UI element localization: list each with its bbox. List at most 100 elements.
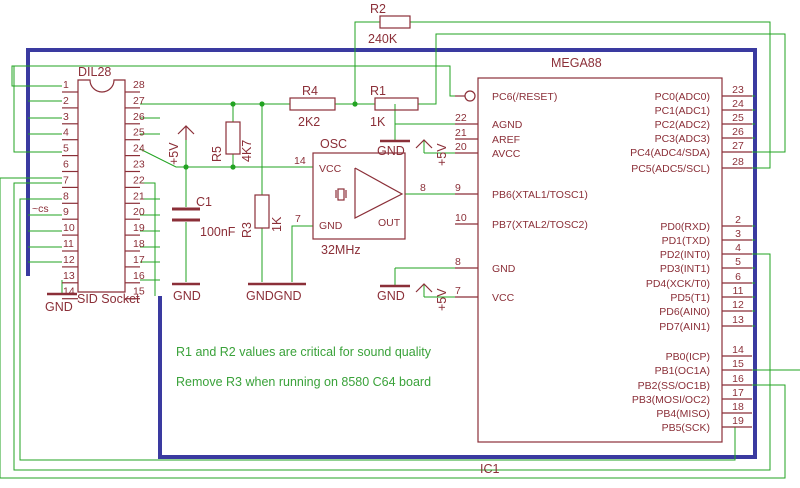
dil-left-pin-num: 9 — [63, 206, 69, 218]
mega-right-pin-num: 2 — [735, 214, 741, 226]
mega88-title: MEGA88 — [551, 56, 602, 70]
mega-right-pin-num: 5 — [735, 256, 741, 268]
mega-left-pin-name: VCC — [492, 292, 515, 304]
dil-right-pin-num: 21 — [133, 190, 145, 202]
mega-right-pin-num: 13 — [732, 314, 744, 326]
dil-right-pin-num: 26 — [133, 111, 145, 123]
dil-right-pin-num: 27 — [133, 95, 145, 107]
osc-out: OUT — [378, 217, 401, 229]
dil-left-pin-num: 5 — [63, 143, 69, 155]
agnd-gnd-label: GND — [377, 144, 405, 158]
mega-left-pin-name: PC6(/RESET) — [492, 91, 557, 103]
mega-left-pin-name: PB6(XTAL1/TOSC1) — [492, 189, 588, 201]
mega-right-pin-name: PB4(MISO) — [656, 408, 710, 420]
mega-right-pin-name: PD1(TXD) — [662, 235, 710, 247]
dil-left-pin-num: 7 — [63, 174, 69, 186]
mega-right-pin-name: PB0(ICP) — [666, 351, 710, 363]
mega-right-pin-name: PC2(ADC2) — [655, 119, 710, 131]
mega-right-pin-name: PC5(ADC5/SCL) — [631, 163, 710, 175]
c1-value: 100nF — [200, 225, 236, 239]
plus5v-vcc-label: +5V — [435, 288, 449, 311]
r3-value: 1K — [270, 216, 284, 232]
note-r1-r2: R1 and R2 values are critical for sound … — [176, 345, 432, 359]
plus5v-vcc: +5V — [415, 283, 449, 311]
dil-left-pin-num: 4 — [63, 127, 69, 139]
dil-right-pin-num: 22 — [133, 174, 145, 186]
r5-value: 4K7 — [240, 140, 254, 162]
mega-left-pin-name: AVCC — [492, 148, 521, 160]
mega-right-pin-name: PD7(AIN1) — [659, 321, 710, 333]
mega-left-pin-num: 8 — [455, 256, 461, 268]
osc-freq: 32MHz — [321, 243, 361, 257]
junction-dots — [183, 101, 358, 170]
mega-left-pin-name: AREF — [492, 134, 520, 146]
dil-left-pin-num: 12 — [63, 254, 75, 266]
mega-left-pin-num: 10 — [455, 212, 467, 224]
mega-right-pin-num: 25 — [732, 112, 744, 124]
mega-left-pin-name: GND — [492, 263, 516, 275]
dil-right-pin-num: 25 — [133, 127, 145, 139]
r3-gnd-label: GNDGND — [246, 289, 302, 303]
mega-left-pin-num: 22 — [455, 112, 467, 124]
mega-right-pin-name: PC1(ADC1) — [655, 105, 710, 117]
c1-gnd-label: GND — [173, 289, 201, 303]
mega-right-pin-num: 26 — [732, 126, 744, 138]
mega-right-pin-num: 27 — [732, 140, 744, 152]
dil-left-pin-num: 6 — [63, 159, 69, 171]
mega-right-pin-num: 17 — [732, 387, 744, 399]
r1-value: 1K — [370, 115, 386, 129]
socket-label: SID Socket — [77, 292, 140, 306]
mega-left-pin-num: 20 — [455, 141, 467, 153]
cs-label: ~cs — [32, 203, 49, 215]
dil-left-pin-num: 2 — [63, 95, 69, 107]
mega-left-pin-name: AGND — [492, 119, 523, 131]
mega-right-pin-num: 6 — [735, 271, 741, 283]
oscillator-osc: OSC VCC GND OUT 32MHz 14 8 7 — [294, 137, 426, 257]
mega-right-pin-num: 4 — [735, 242, 741, 254]
mega-right-pin-num: 18 — [732, 401, 744, 413]
mega-right-pin-num: 15 — [732, 358, 744, 370]
dil-right-pin-num: 18 — [133, 238, 145, 250]
dil-left-pin-num: 8 — [63, 190, 69, 202]
osc-name: OSC — [320, 137, 347, 151]
r4-name: R4 — [302, 84, 318, 98]
mega-left-pin-name: PB7(XTAL2/TOSC2) — [492, 219, 588, 231]
dil-name: DIL28 — [78, 65, 111, 79]
mega-right-pin-name: PC4(ADC4/SDA) — [630, 147, 710, 159]
mega-right-pin-name: PD4(XCK/T0) — [646, 278, 710, 290]
dil-right-pin-num: 17 — [133, 254, 145, 266]
osc-pin8: 8 — [420, 182, 426, 194]
c1-name: C1 — [196, 195, 212, 209]
mega-right-pin-name: PB1(OC1A) — [655, 365, 710, 377]
note-r3: Remove R3 when running on 8580 C64 board — [176, 375, 431, 389]
r3-name: R3 — [240, 222, 254, 238]
mega-right-pin-num: 16 — [732, 373, 744, 385]
resistor-r1: R1 1K — [370, 84, 419, 129]
dil-right-pin-num: 19 — [133, 222, 145, 234]
plus5v-c1: +5V — [167, 125, 195, 165]
mega-right-pin-name: PD0(RXD) — [660, 221, 710, 233]
mega-right-pin-name: PD3(INT1) — [660, 263, 710, 275]
mega-left-pin-num: 21 — [455, 127, 467, 139]
r5-name: R5 — [210, 146, 224, 162]
r2-name: R2 — [370, 2, 386, 16]
r2-value: 240K — [368, 32, 398, 46]
mega-right-pin-num: 24 — [732, 98, 744, 110]
resistor-r5: R5 4K7 — [210, 121, 254, 162]
dil-left-pin-num: 14 — [63, 286, 75, 298]
frame-bus — [26, 48, 757, 276]
dil-right-pin-num: 23 — [133, 159, 145, 171]
mega-right-pin-num: 28 — [732, 156, 744, 168]
dil-left-pin-num: 11 — [63, 238, 74, 250]
mega-right-pin-name: PD2(INT0) — [660, 249, 710, 261]
resistor-r3: R3 1K GNDGND — [240, 194, 306, 303]
mega-right-pin-name: PB2(SS/OC1B) — [638, 380, 710, 392]
dil-left-pin-num: 10 — [63, 222, 75, 234]
mega-right-pin-name: PB5(SCK) — [662, 422, 710, 434]
dil-gnd-symbol: GND — [45, 292, 77, 314]
osc-gnd: GND — [319, 220, 343, 232]
mega-right-pin-name: PC3(ADC3) — [655, 133, 710, 145]
